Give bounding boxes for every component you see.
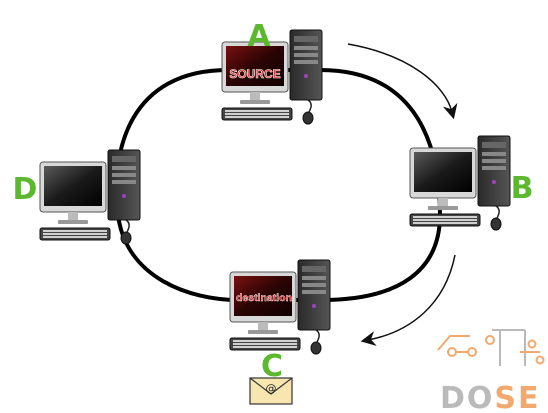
computer-d: D — [13, 149, 141, 245]
ring-connection — [114, 68, 443, 302]
node-letter-b: B — [511, 171, 534, 206]
computer-b: B — [409, 135, 534, 231]
arrow-a-to-b — [347, 43, 458, 120]
screen-label-destination: destination — [236, 292, 292, 304]
circuit-icon — [437, 329, 545, 366]
watermark-text-orange: SE — [494, 381, 540, 413]
computer-c: destination C — [229, 259, 331, 384]
computer-a: SOURCE A — [221, 19, 323, 125]
node-letter-c: C — [261, 349, 283, 384]
node-letter-a: A — [247, 19, 271, 54]
watermark-logo: DOSE — [437, 329, 545, 413]
node-letter-d: D — [13, 172, 38, 207]
watermark-text: DOSE — [440, 381, 541, 413]
arrow-b-to-c — [360, 254, 456, 346]
watermark-text-gray: DO — [440, 381, 494, 413]
envelope-at-symbol: @ — [266, 382, 277, 395]
screen-label-source: SOURCE — [229, 67, 280, 81]
envelope-icon: @ — [249, 377, 293, 405]
